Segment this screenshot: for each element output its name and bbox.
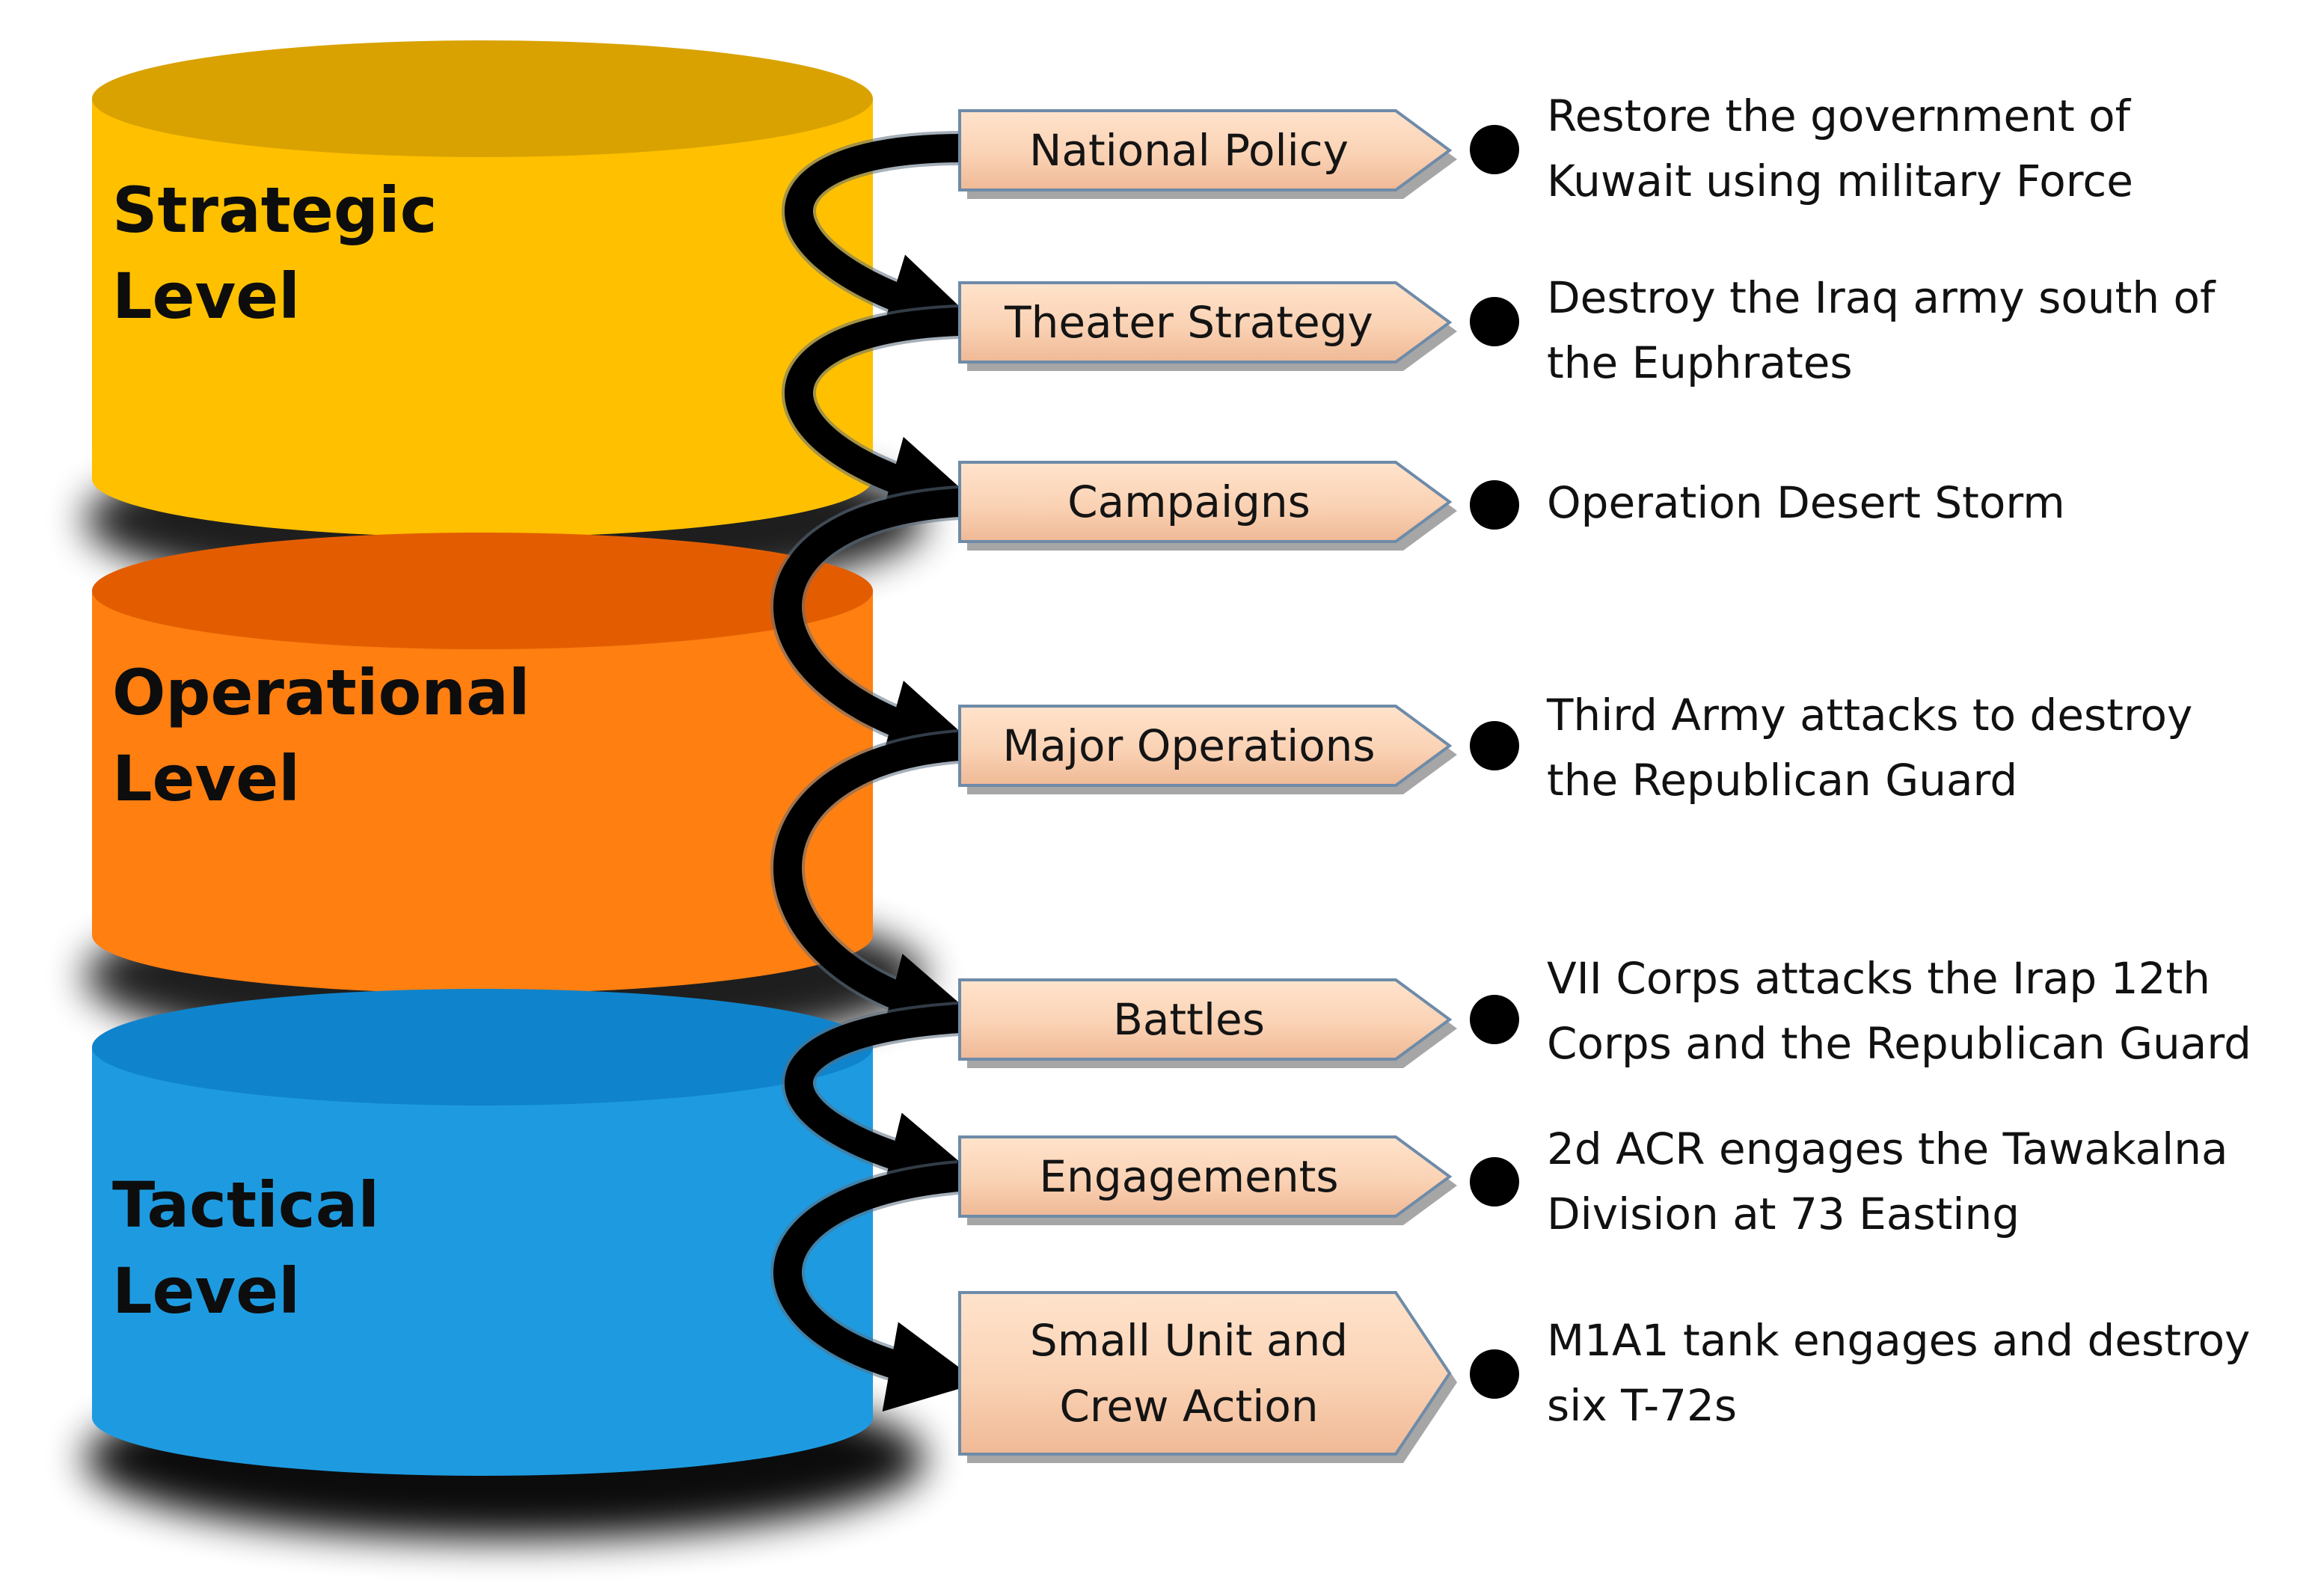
description-text: Restore the government of — [1547, 91, 2132, 141]
flow-arrow — [773, 732, 980, 1042]
flow-arrow — [785, 134, 979, 342]
bullet-icon — [1470, 1349, 1519, 1399]
description-text: the Euphrates — [1547, 337, 1853, 388]
description-text: 2d ACR engages the Tawakalna — [1547, 1123, 2228, 1174]
flow-arrow — [785, 307, 979, 525]
description-text: six T-72s — [1547, 1380, 1737, 1431]
step-label-shape — [958, 1291, 1452, 1456]
level-label: Level — [112, 260, 300, 333]
step-label-text: Engagements — [1039, 1151, 1338, 1202]
level-label: Tactical — [112, 1168, 379, 1242]
description-major-operations: Third Army attacks to destroy the Republi… — [1470, 690, 2192, 806]
bullet-icon — [1470, 995, 1519, 1044]
step-label-theater-strategy: Theater Strategy — [958, 281, 1457, 371]
step-label-text: National Policy — [1029, 125, 1349, 176]
bullet-icon — [1470, 125, 1519, 174]
step-label-shape — [958, 705, 1453, 787]
bullet-icon — [1470, 480, 1519, 530]
cylinder-top — [92, 533, 873, 649]
description-small-unit-crew-action: M1A1 tank engages and destroy six T-72s — [1470, 1315, 2250, 1431]
bullet-icon — [1470, 297, 1519, 346]
step-label-text: Campaigns — [1067, 476, 1310, 527]
step-label-text: Small Unit and — [1030, 1315, 1348, 1366]
level-label: Operational — [112, 656, 530, 729]
step-label-shape — [958, 1135, 1453, 1218]
description-theater-strategy: Destroy the Iraq army south of the Euphra… — [1470, 272, 2216, 388]
bullet-icon — [1470, 1157, 1519, 1207]
level-label: Level — [112, 1254, 300, 1328]
description-text: Division at 73 Easting — [1547, 1189, 2020, 1239]
step-label-campaigns: Campaigns — [958, 461, 1457, 551]
bullet-icon — [1470, 721, 1519, 770]
step-label-shape — [958, 461, 1453, 543]
step-label-major-operations: Major Operations — [958, 705, 1457, 794]
step-label-shape — [958, 978, 1453, 1061]
level-label: Level — [112, 742, 300, 815]
description-text: Kuwait using military Force — [1547, 156, 2133, 206]
description-text: Third Army attacks to destroy — [1546, 690, 2192, 741]
description-text: M1A1 tank engages and destroy — [1547, 1315, 2250, 1366]
step-label-engagements: Engagements — [958, 1135, 1457, 1225]
description-text: Corps and the Republican Guard — [1547, 1018, 2251, 1069]
step-label-shape — [958, 109, 1453, 191]
level-label: Strategic — [112, 174, 438, 247]
step-label-text: Theater Strategy — [1004, 297, 1373, 348]
step-label-text: Crew Action — [1059, 1381, 1318, 1432]
description-text: VII Corps attacks the Irap 12th — [1547, 953, 2210, 1004]
description-text: the Republican Guard — [1547, 755, 2017, 806]
step-label-battles: Battles — [958, 978, 1457, 1068]
description-campaigns: Operation Desert Storm — [1470, 477, 2065, 530]
flow-arrow — [773, 1163, 980, 1412]
step-label-shape — [958, 281, 1453, 364]
step-label-national-policy: National Policy — [958, 109, 1457, 199]
step-label-text: Major Operations — [1002, 720, 1375, 771]
cylinder-body — [92, 591, 873, 993]
cylinder-body — [92, 99, 873, 537]
cylinder-body — [92, 1047, 873, 1476]
description-text: Operation Desert Storm — [1547, 477, 2065, 528]
cylinder-top — [92, 40, 873, 157]
cylinder-top — [92, 989, 873, 1106]
flow-arrow — [785, 1005, 980, 1201]
description-national-policy: Restore the government of Kuwait using mi… — [1470, 91, 2133, 206]
step-label-text: Battles — [1113, 994, 1265, 1045]
flow-arrow — [773, 488, 979, 769]
description-text: Destroy the Iraq army south of — [1547, 272, 2216, 323]
